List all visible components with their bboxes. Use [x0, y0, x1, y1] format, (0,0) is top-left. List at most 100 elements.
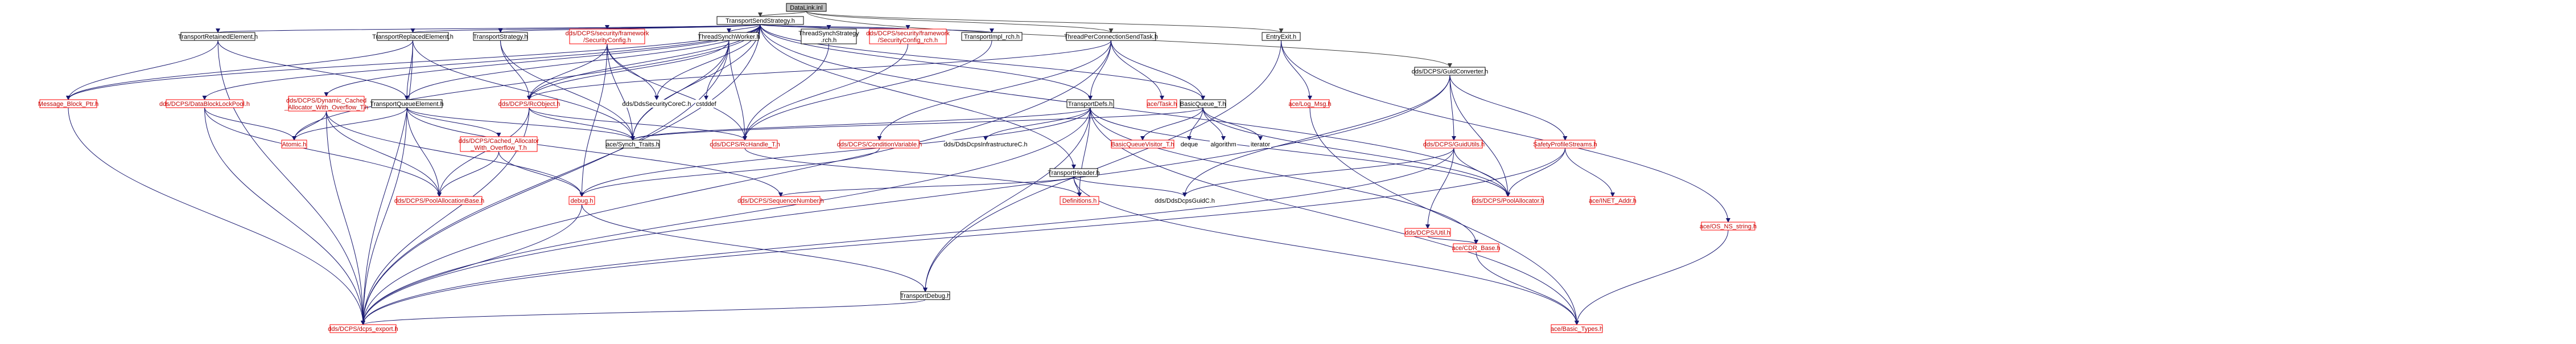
node-msgblk-box: [39, 99, 97, 108]
node-bqv[interactable]: BasicQueueVisitor_T.h: [1111, 140, 1174, 149]
node-inetaddr[interactable]: ace/INET_Addr.h: [1589, 196, 1637, 205]
node-util-label: dds/DCPS/Util.h: [1405, 230, 1450, 236]
node-bq[interactable]: BasicQueue_T.h: [1180, 99, 1226, 108]
edge-bq-to-algorithm: [1202, 107, 1226, 141]
node-tqe[interactable]: TransportQueueElement.h: [370, 99, 444, 108]
node-seqnum[interactable]: dds/DCPS/SequenceNumber.h: [737, 196, 824, 205]
edge-tqe-to-dcpsexport: [361, 107, 407, 325]
edge-timplrch-to-rch: [743, 40, 992, 141]
node-tstrat[interactable]: TransportStrategy.h: [473, 32, 528, 41]
node-util[interactable]: dds/DCPS/Util.h: [1404, 228, 1451, 237]
edge-debug-to-tdebug: [582, 204, 928, 292]
node-tss-box: [716, 16, 804, 25]
node-tss[interactable]: TransportSendStrategy.h: [716, 16, 804, 25]
node-entryexit[interactable]: EntryExit.h: [1262, 32, 1301, 41]
node-tsstrat[interactable]: ThreadSynchStrategy.rch.h: [798, 28, 859, 44]
node-guidconv[interactable]: dds/DCPS/GuidConverter.h: [1412, 67, 1489, 76]
node-guidutils[interactable]: dds/DCPS/GuidUtils.h: [1423, 140, 1485, 149]
node-theader[interactable]: TransportHeader.h: [1048, 168, 1100, 177]
node-poolalloc[interactable]: dds/DCPS/PoolAllocator.h: [1472, 196, 1544, 205]
node-rcobj[interactable]: dds/DCPS/RcObject.h: [498, 99, 560, 108]
node-pab[interactable]: dds/DCPS/PoolAllocationBase.h: [394, 196, 484, 205]
node-pab-box: [396, 196, 483, 205]
edge-tss-to-secconfrch: [760, 24, 910, 30]
node-ddssec: dds/DdsSecurityCoreC.h: [622, 100, 691, 108]
edge-guidutils-to-dcpsexport: [361, 148, 1454, 325]
node-timplrch[interactable]: TransportImpl_rch.h: [961, 32, 1023, 41]
edge-entryexit-to-osstring: [1281, 40, 1730, 223]
node-tdebug[interactable]: TransportDebug.h: [900, 291, 950, 300]
node-msgblk[interactable]: Message_Block_Ptr.h: [38, 99, 98, 108]
node-synch[interactable]: ace/Synch_Traits.h: [605, 140, 660, 149]
node-dcao[interactable]: dds/DCPS/Dynamic_Cached_Allocator_With_O…: [284, 96, 368, 112]
edge-tqe-to-cao: [406, 107, 501, 137]
node-tre[interactable]: TransportRetainedElement.h: [178, 32, 258, 41]
node-tdefs[interactable]: TransportDefs.h: [1066, 99, 1114, 108]
node-condvar[interactable]: dds/DCPS/ConditionVariable.h: [837, 140, 922, 149]
edge-tss-to-secconf: [605, 24, 761, 30]
node-dcao-label: _Allocator_With_Overflow_T.h: [284, 104, 368, 111]
edge-acelog-to-basictypes: [1309, 107, 1579, 325]
edge-dblp-to-dcpsexport: [204, 107, 365, 325]
edge-tstrat-to-rcobj: [500, 40, 531, 100]
node-tpcst[interactable]: ThreadPerConnectionSendTask.h: [1064, 32, 1158, 41]
node-ddsguid-label: dds/DdsDcpsGuidC.h: [1155, 198, 1215, 204]
edge-tss-to-tre: [216, 24, 761, 33]
node-bq-box: [1180, 99, 1226, 108]
node-tstrat-box: [473, 32, 528, 41]
node-inetaddr-box: [1590, 196, 1635, 205]
node-acelog[interactable]: ace/Log_Msg.h: [1288, 99, 1332, 108]
node-deque: deque: [1180, 140, 1198, 148]
node-ddsinfra-box: [945, 140, 1026, 148]
edge-secconf-to-rch: [607, 43, 747, 141]
node-datalink-label: DataLink.inl: [790, 5, 822, 11]
node-dblp[interactable]: dds/DCPS/DataBlockLockPool.h: [159, 99, 250, 108]
node-secconf[interactable]: dds/DCPS/security/framework/SecurityConf…: [566, 28, 649, 44]
node-tqe-label: TransportQueueElement.h: [370, 101, 443, 108]
node-poolalloc-box: [1472, 196, 1544, 205]
node-acelog-box: [1290, 99, 1330, 108]
edge-rcobj-to-pab: [437, 107, 530, 197]
node-debug[interactable]: debug.h: [568, 196, 595, 205]
node-iterator-box: [1250, 140, 1271, 148]
node-inetaddr-label: ace/INET_Addr.h: [1589, 198, 1637, 204]
node-basictypes[interactable]: ace/Basic_Types.h: [1551, 324, 1603, 333]
edge-tss-to-tswork: [727, 24, 761, 33]
node-ddsguid-box: [1157, 196, 1212, 204]
node-trpe-box: [377, 32, 449, 41]
node-synch-box: [605, 140, 660, 149]
node-cao[interactable]: dds/DCPS/Cached_Allocator_With_Overflow_…: [459, 136, 539, 152]
node-secconfrch[interactable]: dds/DCPS/security/framework/SecurityConf…: [866, 28, 950, 44]
node-atomic[interactable]: Atomic.h: [281, 140, 307, 149]
node-tswork[interactable]: ThreadSynchWorker.h: [698, 32, 760, 41]
edge-datalink-to-tss: [758, 11, 807, 17]
node-acelog-label: ace/Log_Msg.h: [1288, 101, 1331, 108]
edge-dcao-to-atomic: [292, 110, 327, 141]
edge-bq-to-bqv: [1140, 107, 1203, 141]
node-dcpsexport[interactable]: dds/DCPS/dcps_export.h: [328, 324, 398, 333]
node-rch[interactable]: dds/DCPS/RcHandle_T.h: [710, 140, 780, 149]
node-sps[interactable]: SafetyProfileStreams.h: [1533, 140, 1597, 149]
node-sps-label: SafetyProfileStreams.h: [1533, 141, 1597, 148]
node-osstring[interactable]: ace/OS_NS_string.h: [1700, 222, 1757, 231]
node-defs[interactable]: Definitions.h: [1060, 196, 1099, 205]
node-debug-box: [568, 196, 595, 205]
node-guidutils-label: dds/DCPS/GuidUtils.h: [1423, 141, 1485, 148]
node-poolalloc-label: dds/DCPS/PoolAllocator.h: [1472, 198, 1544, 204]
node-deque-label: deque: [1181, 141, 1198, 148]
edge-tswork-to-rch: [728, 40, 747, 141]
edge-tdefs-to-tdebug: [923, 107, 1091, 292]
node-timplrch-label: TransportImpl_rch.h: [964, 34, 1020, 40]
node-basictypes-label: ace/Basic_Types.h: [1551, 326, 1603, 333]
node-cstddef: cstddef: [695, 100, 717, 108]
node-trpe[interactable]: TransportReplacedElement.h: [372, 32, 454, 41]
edge-tdefs-to-dcpsexport: [361, 107, 1091, 325]
node-acetask[interactable]: ace/Task.h: [1147, 99, 1177, 108]
edge-guidutils-to-util: [1425, 148, 1454, 229]
node-datalink[interactable]: DataLink.inl: [786, 3, 827, 12]
edge-tss-to-poolalloc: [760, 24, 1510, 197]
node-cdrbase[interactable]: ace/CDR_Base.h: [1452, 243, 1501, 252]
node-secconfrch-label: dds/DCPS/security/framework: [866, 30, 950, 37]
edge-tdefs-to-defs: [1077, 107, 1091, 197]
